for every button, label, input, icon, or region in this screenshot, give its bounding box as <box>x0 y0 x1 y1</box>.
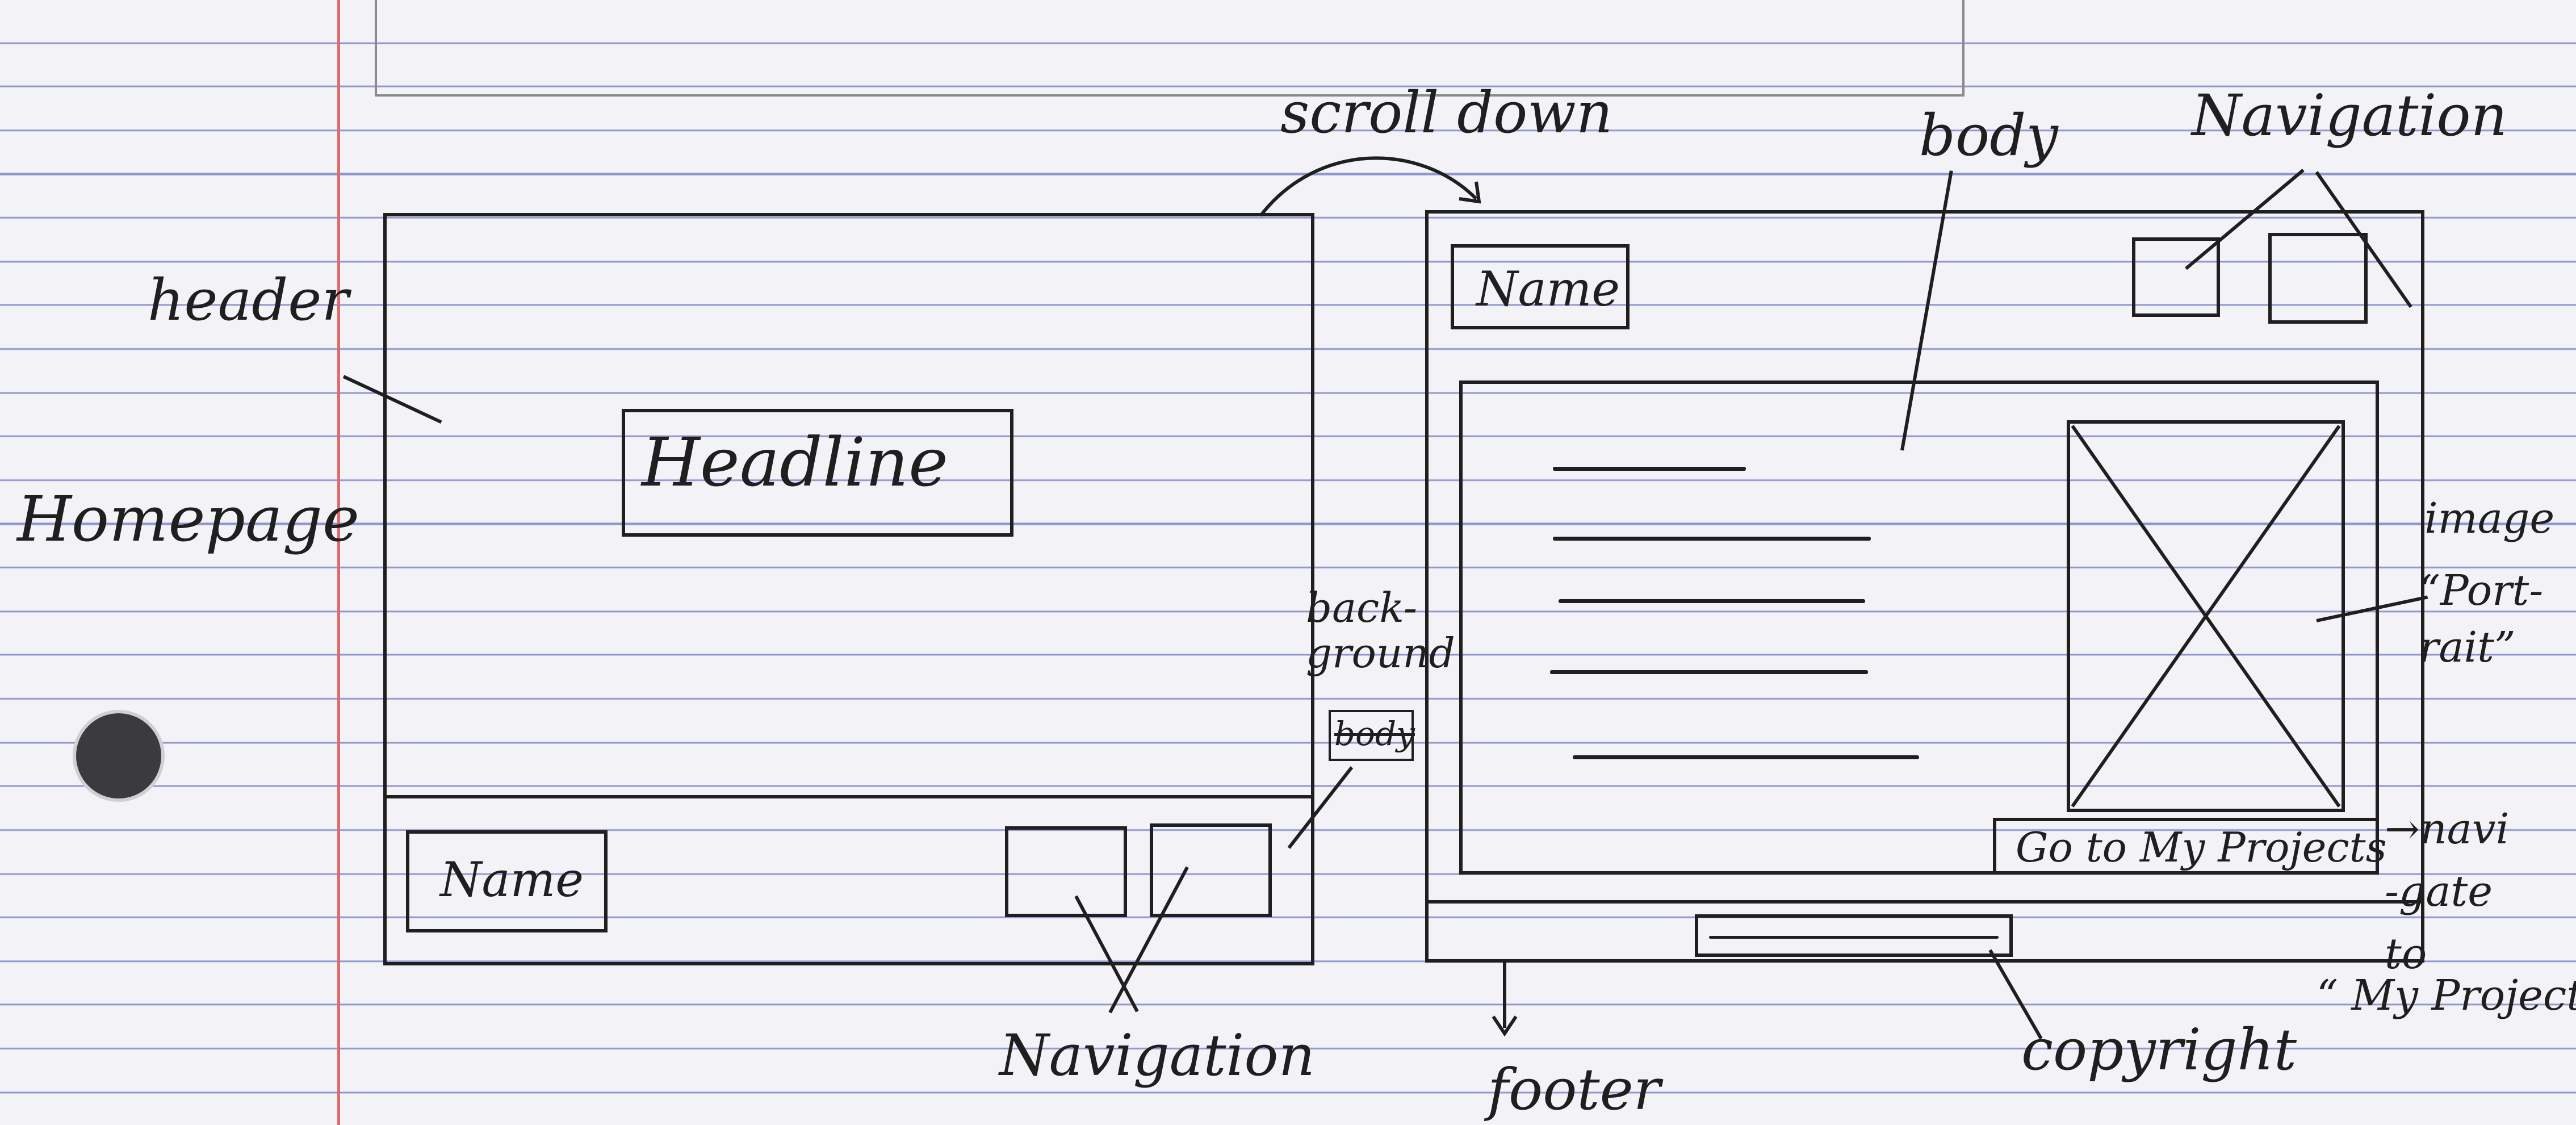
paper-margin-line <box>337 0 340 1125</box>
name-box-right <box>1451 244 1630 329</box>
headline-box <box>622 409 1013 537</box>
homepage-label: Homepage <box>17 483 360 555</box>
text-line-4 <box>1550 670 1868 674</box>
navigation-label-right: Navigation <box>2192 82 2508 149</box>
text-line-1 <box>1553 467 1746 471</box>
homepage-frame <box>383 213 1314 965</box>
scroll-down-label: scroll down <box>1280 80 1613 146</box>
navigate-to-label: →navi -gate to <box>2385 805 2510 978</box>
footer-label: footer <box>1488 1056 1661 1123</box>
body-small-box <box>1329 710 1414 761</box>
name-text-right: Name <box>1476 261 1620 317</box>
content-box <box>1459 380 2379 875</box>
headline-text: Headline <box>642 423 948 501</box>
image-placeholder-cross-icon <box>2071 425 2341 808</box>
portrait-label: “Port- rait” <box>2419 566 2544 672</box>
text-line-2 <box>1553 537 1871 541</box>
binder-hole <box>73 710 165 802</box>
text-line-5 <box>1573 755 1919 759</box>
navigation-label-left: Navigation <box>999 1022 1316 1089</box>
image-label: image <box>2424 494 2555 543</box>
name-box-left <box>406 830 608 932</box>
body-page-frame <box>1425 210 2424 963</box>
header-label: header <box>148 267 349 333</box>
faint-top-frame <box>375 0 1965 97</box>
nav-button-right-2[interactable] <box>2268 233 2368 324</box>
text-line-3 <box>1559 599 1865 603</box>
footer-arrow-icon <box>1492 963 1518 1037</box>
my-projects-label: “ My Projects” <box>2317 971 2576 1020</box>
copyright-placeholder-line <box>1709 936 1999 939</box>
go-to-my-projects-button[interactable] <box>1993 818 2379 875</box>
body-label: body <box>1919 102 2058 169</box>
nav-button-left-1[interactable] <box>1005 826 1127 917</box>
body-small-text: body <box>1334 714 1415 753</box>
copyright-label: copyright <box>2021 1017 2297 1083</box>
go-to-my-projects-text: Go to My Projects <box>2016 823 2387 871</box>
background-label: back- ground <box>1306 584 1455 677</box>
nav-button-left-2[interactable] <box>1150 823 1272 917</box>
footer-divider <box>1425 900 2424 904</box>
nav-button-right-1[interactable] <box>2132 237 2220 317</box>
scroll-arrow-icon <box>1259 156 1481 217</box>
name-text-left: Name <box>440 852 584 907</box>
copyright-box <box>1695 914 2013 957</box>
homepage-header-divider <box>383 795 1314 798</box>
